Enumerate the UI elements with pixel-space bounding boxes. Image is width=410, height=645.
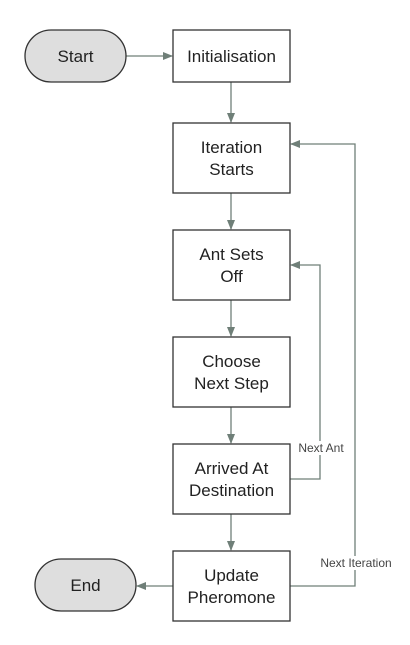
- iter-label-line-2: Starts: [209, 160, 253, 179]
- edge-label-update-iter: Next Iteration: [320, 556, 391, 570]
- choose-process-box: [172, 336, 291, 408]
- start-label-line-1: Start: [58, 47, 94, 66]
- iter-label-line-1: Iteration: [201, 138, 262, 157]
- ant-process-box: [172, 229, 291, 301]
- edge-label-background: [318, 556, 394, 570]
- edge-update-iter: [290, 140, 356, 587]
- node-start: Start: [24, 29, 127, 83]
- node-end: End: [34, 558, 137, 612]
- end-label-line-1: End: [70, 576, 100, 595]
- edge-label-background: [296, 441, 347, 455]
- update-process-box: [172, 550, 291, 622]
- ant-label-line-2: Off: [220, 267, 243, 286]
- init-label-line-1: Initialisation: [187, 47, 276, 66]
- edge-label-arrived-ant: Next Ant: [298, 441, 344, 455]
- update-label-line-2: Pheromone: [188, 588, 276, 607]
- iter-process-box: [172, 122, 291, 194]
- node-init: Initialisation: [172, 29, 291, 83]
- arrived-process-box: [172, 443, 291, 515]
- edges-layer: [126, 52, 356, 590]
- choose-label-line-2: Next Step: [194, 374, 269, 393]
- edge-arrived-ant: [290, 261, 321, 480]
- update-label-line-1: Update: [204, 566, 259, 585]
- init-process-box: [172, 29, 291, 83]
- arrived-label-line-2: Destination: [189, 481, 274, 500]
- end-terminal-shape: [34, 558, 137, 612]
- start-terminal-shape: [24, 29, 127, 83]
- ant-label-line-1: Ant Sets: [199, 245, 263, 264]
- node-arrived: Arrived At Destination: [172, 443, 291, 515]
- arrived-label-line-1: Arrived At: [195, 459, 269, 478]
- choose-label-line-1: Choose: [202, 352, 261, 371]
